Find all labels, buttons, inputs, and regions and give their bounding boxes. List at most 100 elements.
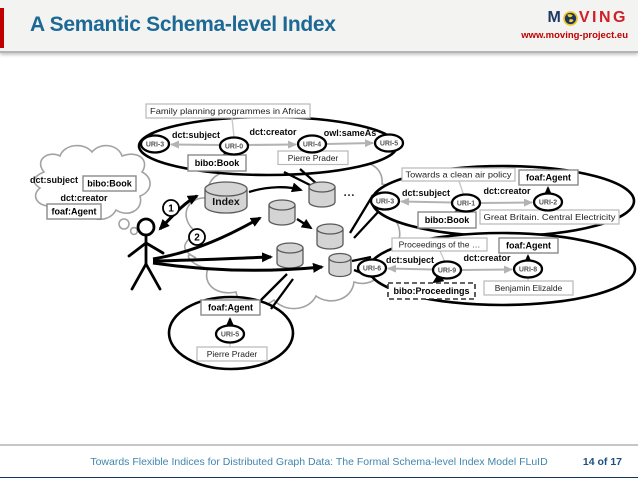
uri-label: URI-9: [438, 268, 456, 275]
graph4-agent-box: [200, 299, 261, 316]
logo-letters-ving: VING: [578, 9, 628, 26]
graph2-title: Towards a clean air policy: [406, 170, 513, 180]
graph2-agent-box: [518, 169, 579, 186]
uri-label: URI-5: [221, 332, 239, 339]
datasource-cylinder: [268, 199, 296, 226]
uri-node: [532, 192, 564, 212]
graph2-agent: foaf:Agent: [526, 173, 571, 183]
graph2-pred-subject: dct:subject: [402, 188, 450, 198]
uri-node: [450, 193, 482, 213]
graph1-bubble: [137, 115, 399, 177]
graph1-pred-sameas: owl:sameAs: [324, 128, 377, 138]
slide-footer: Towards Flexible Indices for Distributed…: [0, 444, 638, 478]
thought-bibo-book: bibo:Book: [87, 179, 132, 189]
graph3-tail-a: [351, 255, 372, 263]
step-1-label: 1: [168, 204, 174, 215]
graph3-type: bibo:Proceedings: [393, 286, 469, 296]
graph1-pred-creator: dct:creator: [249, 127, 297, 137]
graph1-type: bibo:Book: [195, 158, 240, 168]
graph1-title: Family planning programmes in Africa: [150, 106, 306, 116]
accent-bar: [0, 8, 4, 48]
uri-label: URI-3: [146, 142, 164, 149]
graph1-title-connector: [231, 117, 235, 138]
uri-node: [139, 134, 171, 154]
arrow-user-source-c: [152, 261, 324, 273]
graph2-type-box: [417, 211, 477, 229]
uri-label: URI-0: [225, 144, 243, 151]
thought-foaf-agent: foaf:Agent: [52, 207, 97, 217]
uri-label: URI-2: [539, 200, 557, 207]
arrow-user-index: [158, 194, 199, 231]
datasource-cylinders: …: [268, 181, 355, 278]
uri-node: [218, 136, 250, 156]
graph2-pred-creator: dct:creator: [483, 186, 531, 196]
datasource-cylinder: [308, 181, 336, 208]
graph4-tail-b: [270, 278, 294, 310]
thought-bubble-large: [118, 218, 130, 230]
figure-leg-right: [144, 262, 162, 291]
graph3-type-box: [387, 282, 476, 300]
graph3-title: Proceedings of the …: [399, 240, 481, 250]
graph4-agent: foaf:Agent: [208, 303, 253, 313]
figure-leg-left: [130, 262, 148, 291]
graph3-agent: foaf:Agent: [506, 241, 551, 251]
datasource-cylinder: [328, 252, 352, 278]
step-1-badge: 1: [162, 199, 180, 217]
graph1-edge-sameas: [325, 139, 374, 148]
page-title: A Semantic Schema-level Index: [30, 13, 336, 36]
arrow-user-source-b: [152, 252, 273, 263]
graph-source-4: foaf:Agent Pierre Prader URI-5: [167, 273, 295, 371]
graph4-tail-a: [257, 273, 288, 304]
uri-node: [296, 134, 328, 154]
graph3-pred-subject: dct:subject: [386, 255, 434, 265]
logo-letter-m: M: [547, 9, 562, 26]
graph2-tail-b: [353, 210, 380, 239]
slide-header: A Semantic Schema-level Index M VING www…: [0, 0, 638, 53]
graph3-type-arrow: [432, 272, 445, 284]
index-label: Index: [212, 196, 240, 208]
step-2-label: 2: [194, 233, 200, 244]
graph3-title-connector: [439, 250, 446, 263]
graph-source-1: Family planning programmes in Africa dct…: [137, 103, 405, 189]
uri-node: [356, 258, 388, 278]
uri-label: URI-4: [303, 142, 321, 149]
uri-node: [512, 259, 544, 279]
graph1-edge-creator: [247, 140, 297, 149]
graph2-title-box: [401, 167, 516, 182]
graph1-type-box: [187, 154, 247, 172]
graph3-creator: Benjamin Elizalde: [495, 283, 563, 293]
data-sources-cloud: [183, 154, 402, 310]
graph3-creator-box: [483, 280, 574, 296]
user-thought-cloud: dct:subject bibo:Book dct:creator foaf:A…: [30, 144, 151, 236]
thought-foaf-agent-box: [46, 203, 102, 220]
figure-head: [136, 217, 156, 237]
graph1-tail-a: [283, 170, 315, 189]
globe-icon: [563, 10, 578, 26]
arrow-user-source-a: [152, 216, 262, 261]
graph-source-2: Towards a clean air policy foaf:Agent dc…: [349, 164, 636, 239]
graph3-title-box: [391, 237, 488, 252]
figure-arm-right: [144, 241, 165, 255]
datasource-cylinder: [316, 223, 344, 250]
thought-bubble-small: [129, 226, 139, 236]
graph3-edge-subject: [387, 264, 434, 273]
query-arrows: [152, 182, 324, 273]
graph1-creator: Pierre Prader: [288, 153, 339, 163]
uri-label: URI-6: [363, 266, 381, 273]
project-url: www.moving-project.eu: [521, 30, 628, 41]
uri-label: URI-8: [519, 267, 537, 274]
arrow-source-source: [296, 218, 313, 230]
thought-bibo-book-box: [82, 175, 137, 192]
graph1-pred-subject: dct:subject: [172, 130, 220, 140]
graph3-edge-creator: [460, 265, 513, 274]
uri-node: [373, 133, 405, 153]
graph2-edge-subject: [400, 197, 453, 206]
graph1-title-box: [145, 103, 311, 119]
datasource-cylinder: [276, 242, 304, 269]
logo-row: M VING: [521, 9, 628, 27]
uri-node: [214, 324, 246, 344]
graph2-title-connector: [458, 180, 465, 197]
page-number: 14 of 17: [582, 456, 622, 468]
footer-title: Towards Flexible Indices for Distributed…: [90, 456, 548, 468]
